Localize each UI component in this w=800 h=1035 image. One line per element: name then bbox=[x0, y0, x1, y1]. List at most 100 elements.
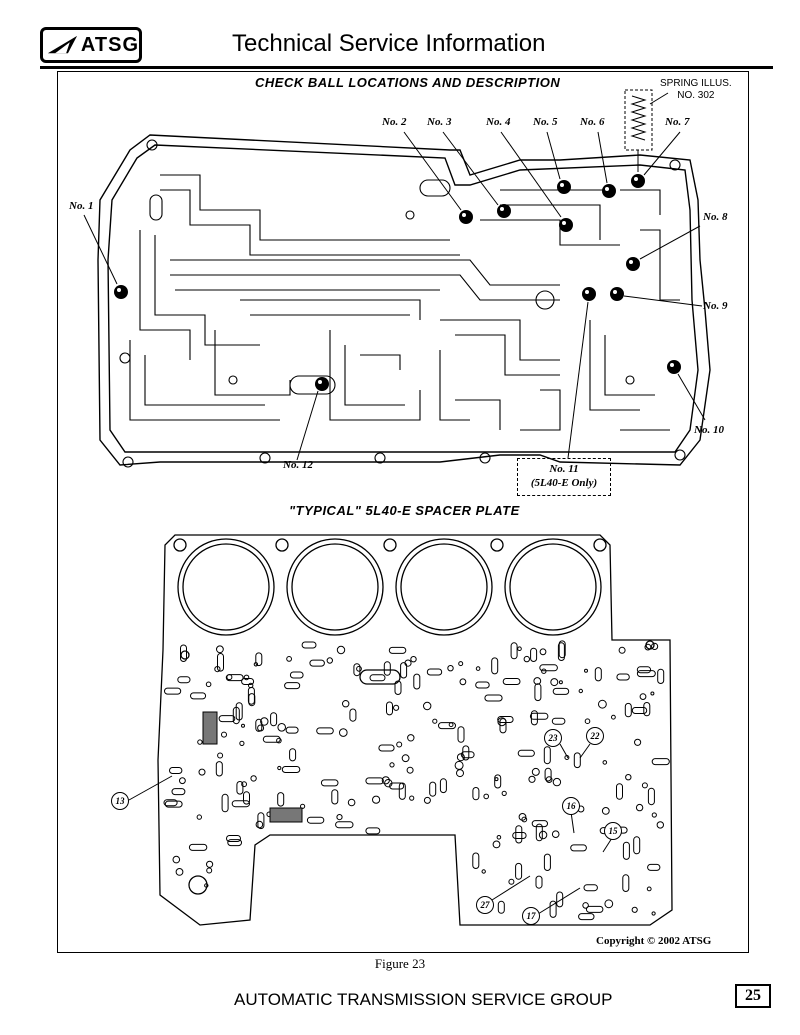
spacer-hole bbox=[306, 816, 325, 824]
spacer-hole bbox=[277, 792, 285, 807]
spacer-hole bbox=[558, 640, 566, 659]
callout-27: 27 bbox=[476, 896, 494, 914]
spacer-hole bbox=[545, 776, 553, 783]
spacer-hole bbox=[284, 682, 301, 690]
spacer-hole bbox=[622, 874, 630, 892]
spacer-hole bbox=[335, 821, 354, 829]
spacer-hole bbox=[578, 913, 595, 921]
spacer-hole bbox=[216, 645, 224, 654]
spacer-hole bbox=[531, 820, 549, 828]
check-ball-3 bbox=[497, 204, 511, 218]
spacer-hole bbox=[556, 891, 564, 908]
spacer-hole bbox=[386, 701, 393, 716]
spacer-hole bbox=[651, 911, 656, 916]
spacer-hole bbox=[533, 677, 542, 685]
spacer-hole bbox=[535, 823, 543, 842]
spacer-hole bbox=[277, 765, 282, 771]
callout-no-7: No. 7 bbox=[665, 116, 690, 128]
callout-no-9: No. 9 bbox=[703, 300, 728, 312]
spacer-hole bbox=[407, 734, 415, 742]
spacer-hole bbox=[472, 852, 480, 869]
spacer-hole bbox=[457, 726, 465, 743]
spacer-callout-leaders bbox=[128, 743, 613, 915]
spacer-hole bbox=[164, 800, 183, 808]
spacer-hole bbox=[515, 825, 523, 844]
spacer-hole bbox=[301, 641, 317, 649]
spacer-hole bbox=[585, 905, 604, 913]
spacer-hole bbox=[646, 886, 652, 892]
spacer-hole bbox=[235, 702, 243, 721]
spacer-hole bbox=[584, 668, 588, 673]
callout-no-4: No. 4 bbox=[486, 116, 511, 128]
spacer-hole bbox=[656, 821, 664, 829]
spacer-hole bbox=[286, 656, 293, 662]
spacer-hole bbox=[401, 754, 410, 763]
spacer-hole bbox=[531, 767, 540, 776]
spacer-hole bbox=[163, 799, 178, 807]
spring-label-line2: NO. 302 bbox=[677, 90, 715, 101]
spacer-hole bbox=[523, 655, 530, 663]
spacer-hole bbox=[243, 674, 250, 681]
check-ball-6 bbox=[602, 184, 616, 198]
spacer-hole bbox=[458, 661, 464, 667]
spacer-hole bbox=[650, 691, 655, 696]
spacer-hole bbox=[582, 902, 589, 909]
spacer-hole bbox=[499, 718, 507, 734]
spacer-hole bbox=[631, 906, 638, 913]
spacer-hole bbox=[472, 787, 480, 801]
spacer-hole bbox=[624, 702, 632, 718]
spacer-hole bbox=[651, 812, 657, 818]
spacer-hole bbox=[205, 681, 212, 688]
spacer-hole bbox=[502, 678, 521, 685]
spacer-hole bbox=[221, 731, 227, 738]
spacer-hole bbox=[492, 840, 501, 849]
spacer-hole bbox=[530, 647, 538, 663]
spacer-hole bbox=[365, 827, 381, 835]
spacer-hole bbox=[164, 687, 182, 695]
spacer-hole bbox=[539, 664, 558, 672]
valve-body-outline bbox=[97, 134, 711, 466]
spacer-hole bbox=[389, 762, 395, 768]
spacer-hole bbox=[320, 779, 339, 787]
spacer-hole bbox=[643, 702, 651, 717]
spacer-hole bbox=[255, 820, 264, 829]
spacer-hole bbox=[243, 791, 250, 805]
spacer-hole bbox=[583, 884, 598, 892]
spring-illustration-label: SPRING ILLUS. NO. 302 bbox=[660, 78, 732, 102]
valve-body-bolt-holes bbox=[119, 139, 686, 468]
spacer-hole bbox=[501, 790, 507, 797]
spacer-hole bbox=[601, 807, 610, 815]
check-ball-8 bbox=[626, 257, 640, 271]
callout-15: 15 bbox=[604, 822, 622, 840]
spacer-hole bbox=[448, 722, 454, 728]
spacer-hole bbox=[530, 710, 538, 726]
spacer-hole bbox=[231, 800, 250, 808]
spacer-hole bbox=[647, 787, 655, 806]
spacer-hole bbox=[573, 752, 581, 769]
spacer-hole bbox=[171, 788, 186, 796]
spacer-hole bbox=[529, 712, 549, 720]
spacer-hole bbox=[484, 694, 503, 702]
spacer-hole bbox=[635, 803, 644, 812]
spacer-hole bbox=[215, 761, 223, 777]
spacer-hole bbox=[521, 816, 528, 823]
spring-label-line1: SPRING ILLUS. bbox=[660, 78, 732, 89]
spacer-hole bbox=[197, 739, 203, 745]
spacer-hole bbox=[406, 766, 414, 774]
figure-frame bbox=[57, 71, 749, 953]
spacer-hole bbox=[454, 760, 464, 770]
spacer-hole bbox=[309, 659, 325, 667]
check-ball-5 bbox=[557, 180, 571, 194]
check-ball-1 bbox=[114, 285, 128, 299]
spacer-hole bbox=[604, 899, 614, 909]
spacer-hole bbox=[342, 700, 350, 708]
check-ball-7 bbox=[631, 174, 645, 188]
spacer-plate-screens bbox=[202, 711, 303, 823]
atsg-logo: ATSG bbox=[40, 27, 142, 63]
spacer-hole bbox=[651, 758, 670, 766]
spacer-hole bbox=[255, 718, 263, 732]
spacer-hole bbox=[644, 643, 652, 651]
spacer-hole bbox=[475, 666, 481, 671]
check-ball-10 bbox=[667, 360, 681, 374]
